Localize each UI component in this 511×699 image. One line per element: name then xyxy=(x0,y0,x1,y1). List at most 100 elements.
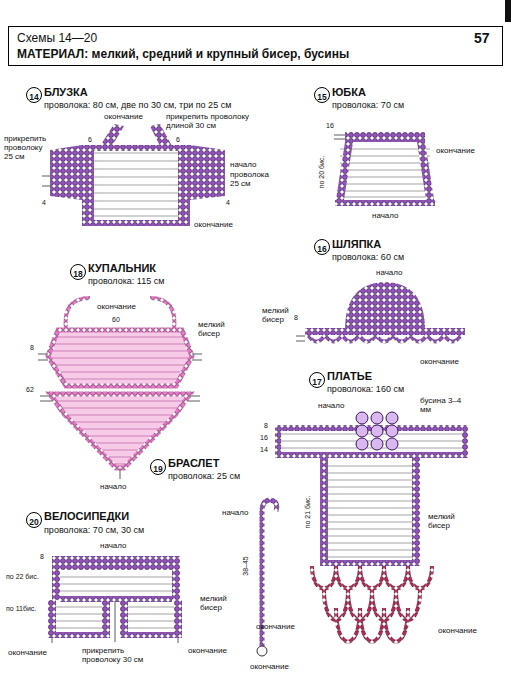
pattern-label: прикрепить проволоку 30 см xyxy=(82,646,164,664)
pattern-label: начало xyxy=(318,401,345,410)
shorts-scheme-part xyxy=(60,596,172,602)
pattern-label: начало xyxy=(222,508,249,517)
pattern-label: 4 xyxy=(42,199,46,207)
scheme-number-circle: 18 xyxy=(70,264,86,280)
scheme-number: 16 xyxy=(317,244,326,254)
shorts-scheme-part xyxy=(52,570,60,600)
dress-scheme-part xyxy=(371,412,383,424)
pattern-label: окончание xyxy=(97,302,136,311)
bracelet-scheme xyxy=(257,500,277,656)
swimsuit-scheme-part xyxy=(150,298,175,330)
dress-scheme-part xyxy=(356,438,368,450)
scheme-number: 14 xyxy=(29,92,38,102)
pattern-label: 8 xyxy=(30,344,34,352)
pattern-label: окончание xyxy=(188,646,227,655)
pattern-label: проволока: 60 см xyxy=(332,252,404,262)
pattern-label: 60 xyxy=(112,316,120,324)
pattern-label: начало xyxy=(100,482,127,491)
scheme-number-circle: 15 xyxy=(314,87,330,103)
skirt-scheme-part xyxy=(335,200,435,206)
dress-scheme-part xyxy=(356,425,368,437)
scheme-number: 17 xyxy=(312,377,321,387)
pattern-label: 4 xyxy=(226,199,230,207)
swimsuit-scheme-part xyxy=(66,298,91,330)
pattern-label: проволока: 115 см xyxy=(88,276,164,286)
material-line: МАТЕРИАЛ: мелкий, средний и крупный бисе… xyxy=(17,46,494,62)
dress-scheme-part xyxy=(386,412,398,424)
hat-scheme xyxy=(296,282,465,342)
swimsuit-scheme-part xyxy=(50,394,190,468)
pattern-label: прикрепить проволоку длиной 30 см xyxy=(166,112,250,130)
dress-scheme-part xyxy=(312,566,432,589)
pattern-label: 6 xyxy=(88,136,92,144)
shorts-scheme xyxy=(48,556,182,643)
pattern-label: мелкий бисер xyxy=(200,594,242,612)
blouse-scheme-part xyxy=(94,153,178,216)
dress-scheme-part xyxy=(462,431,468,452)
pattern-label: 16 xyxy=(260,434,268,442)
header-box: Схемы 14—20МАТЕРИАЛ: мелкий, средний и к… xyxy=(8,26,503,66)
dress-scheme-part xyxy=(275,431,281,452)
shorts-scheme-part xyxy=(52,602,178,643)
row-count: 38–45 xyxy=(242,556,250,575)
shorts-scheme-part xyxy=(120,632,182,638)
pattern-label: начало xyxy=(100,541,127,550)
scheme-number-circle: 16 xyxy=(314,239,330,255)
dress-scheme-part xyxy=(412,458,420,566)
scheme-number-circle: 17 xyxy=(309,372,325,388)
scheme-title: ВЕЛОСИПЕДКИ xyxy=(44,510,129,523)
skirt-scheme xyxy=(334,132,435,206)
pattern-label: проволока: 160 см xyxy=(327,384,404,394)
scheme-number-circle: 14 xyxy=(26,87,42,103)
swimsuit-scheme xyxy=(38,298,202,479)
bracelet-scheme-part xyxy=(257,646,267,656)
scheme-number: 15 xyxy=(317,92,326,102)
scheme-title: БРАСЛЕТ xyxy=(168,457,219,470)
pattern-label: прикрепить проволоку 25 см xyxy=(4,134,50,162)
pattern-label: окончание xyxy=(8,648,47,657)
dress-scheme-part xyxy=(336,608,408,642)
scheme-title: КУПАЛЬНИК xyxy=(88,262,156,275)
blouse-scheme-part xyxy=(82,220,190,226)
pattern-label: окончание xyxy=(194,220,233,229)
pattern-label: окончание xyxy=(250,662,289,671)
swimsuit-scheme-part-part xyxy=(40,337,200,379)
pattern-label: проволока: 80 см, две по 30 см, три по 2… xyxy=(44,100,231,110)
hat-scheme-part xyxy=(305,328,465,335)
skirt-scheme-part xyxy=(345,132,425,142)
dress-scheme-part xyxy=(356,412,368,424)
hat-scheme-part xyxy=(296,336,305,341)
pattern-label: окончание xyxy=(104,112,143,121)
scheme-number-circle: 19 xyxy=(150,459,166,475)
dress-scheme-part xyxy=(371,438,383,450)
shorts-scheme-part xyxy=(48,632,110,638)
dress-scheme-part xyxy=(386,425,398,437)
pattern-label: окончание xyxy=(436,146,475,155)
header-title: Схемы 14—20 xyxy=(17,30,494,46)
pattern-label: по 22 бис. xyxy=(6,573,39,581)
pattern-label: проволока 25 см xyxy=(230,170,276,188)
pattern-label: по 11бис. xyxy=(6,605,36,613)
skirt-scheme-part xyxy=(335,142,353,206)
swimsuit-scheme-part xyxy=(48,330,192,386)
scheme-title: ПЛАТЬЕ xyxy=(327,370,372,383)
pattern-label: окончание xyxy=(420,357,459,366)
blouse-scheme-part xyxy=(82,145,94,226)
pattern-label: 8 xyxy=(264,422,268,430)
dress-scheme-part xyxy=(386,438,398,450)
pattern-label: мелкий бисер xyxy=(428,512,472,530)
pattern-label: начало xyxy=(372,211,399,220)
scheme-title: ШЛЯПКА xyxy=(332,238,381,251)
pattern-label: 8 xyxy=(40,553,44,561)
dress-scheme-part xyxy=(324,590,420,620)
dress-scheme-part xyxy=(275,452,468,458)
blouse-scheme-part xyxy=(42,176,50,186)
dress-scheme-part xyxy=(320,560,420,566)
swimsuit-scheme-part xyxy=(40,337,200,379)
dress-scheme-part xyxy=(320,466,420,557)
hat-scheme-part xyxy=(345,282,425,330)
shorts-scheme-part xyxy=(172,570,180,600)
pattern-label: проволока: 70 см, 30 см xyxy=(44,525,144,535)
blouse-scheme-part xyxy=(100,124,124,146)
